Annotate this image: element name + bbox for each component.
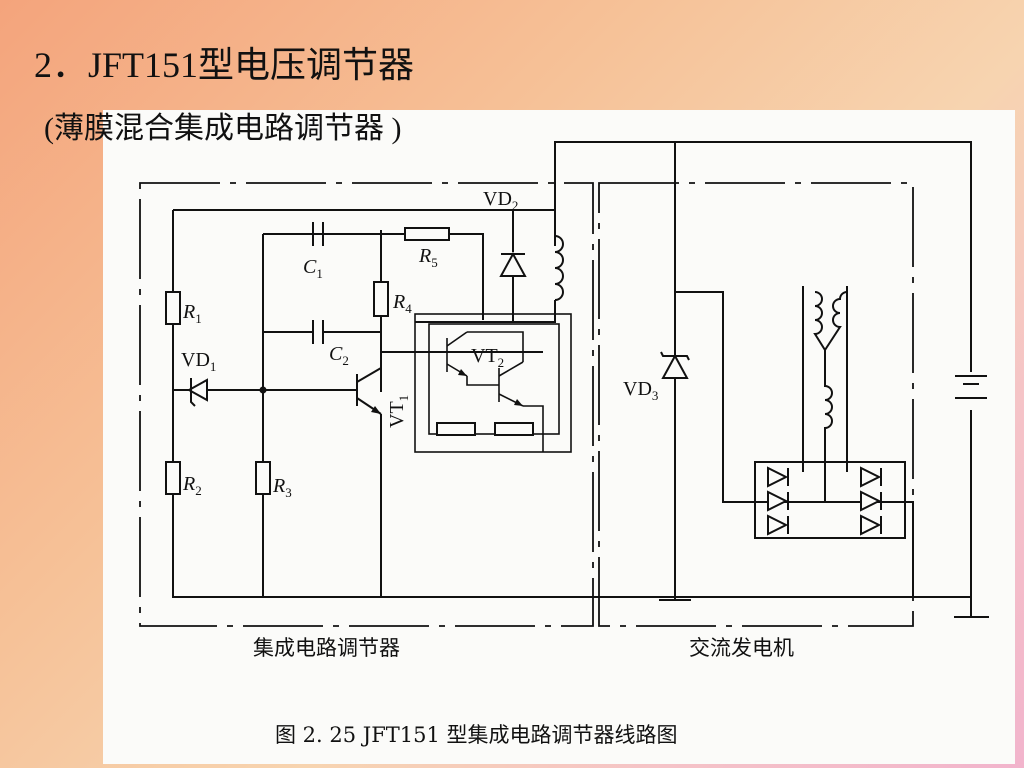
circuit-figure: R1 VD1 R2 R3 C1 R5 R4 C2 <box>103 110 1015 764</box>
label-r4: R4 <box>392 291 412 316</box>
label-r1: R1 <box>182 301 202 326</box>
label-r5: R5 <box>418 245 438 270</box>
rectifier-diodes <box>767 466 882 536</box>
label-r3: R3 <box>272 475 292 500</box>
alternator-boundary <box>598 182 914 627</box>
circuit-diagram: R1 VD1 R2 R3 C1 R5 R4 C2 <box>139 141 989 747</box>
resistor-r5 <box>404 227 450 241</box>
figure-caption: 图 2. 25 JFT151 型集成电路调节器线路图 <box>275 723 678 747</box>
battery-symbol <box>955 375 987 399</box>
regulator-boundary <box>139 182 594 627</box>
zener-vd3 <box>660 351 690 379</box>
capacitor-c2 <box>263 320 381 344</box>
transistor-vt2 <box>446 331 544 452</box>
vt2-resistor-2 <box>494 422 534 436</box>
slide-title: 2．JFT151型电压调节器 <box>34 45 415 85</box>
coil-bottom-wire <box>415 300 556 323</box>
vt2-resistor-1 <box>436 422 476 436</box>
label-vd3: VD3 <box>623 378 658 403</box>
label-vd1: VD1 <box>181 349 216 374</box>
zener-vd1 <box>173 378 263 407</box>
resistor-r4 <box>373 281 389 317</box>
rectifier-output-wire <box>905 501 914 597</box>
label-vd2: VD2 <box>483 188 518 213</box>
capacitor-c1 <box>263 222 381 246</box>
diode-vd2 <box>499 251 527 277</box>
r5-right-wire <box>449 233 484 320</box>
resistor-r1 <box>165 291 181 325</box>
stator-windings <box>802 286 848 502</box>
label-vt2: VT2 <box>471 345 504 370</box>
label-c2: C2 <box>329 343 349 368</box>
rectifier-bridge <box>754 461 906 539</box>
resistor-r3 <box>255 461 271 495</box>
vd3-branch-wire <box>675 291 913 503</box>
label-regulator-section: 集成电路调节器 <box>253 636 400 660</box>
vt2-inner-box <box>428 323 560 435</box>
field-coil <box>554 235 564 301</box>
label-alternator-section: 交流发电机 <box>689 636 794 660</box>
label-vt1: VT1 <box>386 395 411 428</box>
top-wire <box>554 141 972 372</box>
resistor-r2 <box>165 461 181 495</box>
ground-wire <box>172 210 971 598</box>
slide-subtitle: (薄膜混合集成电路调节器 ) <box>44 112 402 145</box>
label-r2: R2 <box>182 473 202 498</box>
transistor-vt1 <box>263 351 543 597</box>
label-c1: C1 <box>303 256 323 281</box>
vt2-module-box <box>414 313 572 453</box>
